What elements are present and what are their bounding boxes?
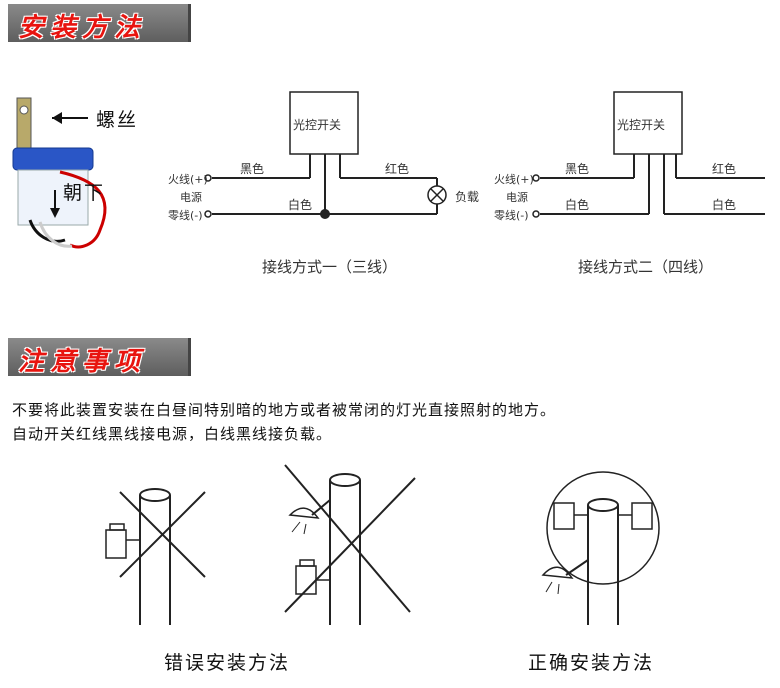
- diagram-caption: 接线方式一（三线）: [262, 258, 398, 276]
- note-line-1: 不要将此装置安装在白昼间特别暗的地方或者被常闭的灯光直接照射的地方。: [12, 401, 557, 419]
- facing-down-label: 朝下: [63, 182, 106, 204]
- section-title: 注意事项: [18, 347, 147, 377]
- black-wire-label: 黑色: [565, 162, 590, 176]
- note-line-2: 自动开关红线黑线接电源，白线黑线接负载。: [12, 425, 333, 443]
- red-wire-label: 红色: [385, 162, 410, 176]
- fire-wire-label: 火线(+): [494, 173, 534, 186]
- screw-label: 螺丝: [96, 109, 139, 131]
- white-wire-label: 白色: [288, 198, 313, 212]
- red-wire-label: 红色: [712, 162, 737, 176]
- correct-install-figure: [541, 471, 660, 625]
- sensor-illustration: [12, 97, 107, 249]
- section-banner-install: 安装方法: [8, 4, 191, 43]
- power-label: 电源: [506, 191, 528, 204]
- load-label: 负载: [455, 190, 480, 204]
- wrong-install-figure-1: [105, 488, 206, 625]
- switch-label: 光控开关: [617, 118, 666, 132]
- wrong-install-caption: 错误安装方法: [164, 652, 291, 674]
- wiring-diagram-three-wire: [204, 91, 447, 219]
- correct-install-caption: 正确安装方法: [528, 652, 655, 674]
- black-wire-label: 黑色: [240, 162, 265, 176]
- diagram-caption: 接线方式二（四线）: [578, 258, 714, 276]
- white-wire-label: 白色: [565, 198, 590, 212]
- section-title: 安装方法: [18, 13, 147, 43]
- section-banner-notes: 注意事项: [8, 338, 191, 377]
- switch-label: 光控开关: [293, 118, 342, 132]
- white-wire-label-right: 白色: [712, 198, 737, 212]
- wiring-diagram-four-wire: [532, 91, 765, 218]
- neutral-wire-label: 零线(-): [168, 209, 203, 222]
- power-label: 电源: [180, 191, 202, 204]
- fire-wire-label: 火线(+): [168, 173, 208, 186]
- neutral-wire-label: 零线(-): [494, 209, 529, 222]
- wrong-install-figure-2: [284, 464, 416, 625]
